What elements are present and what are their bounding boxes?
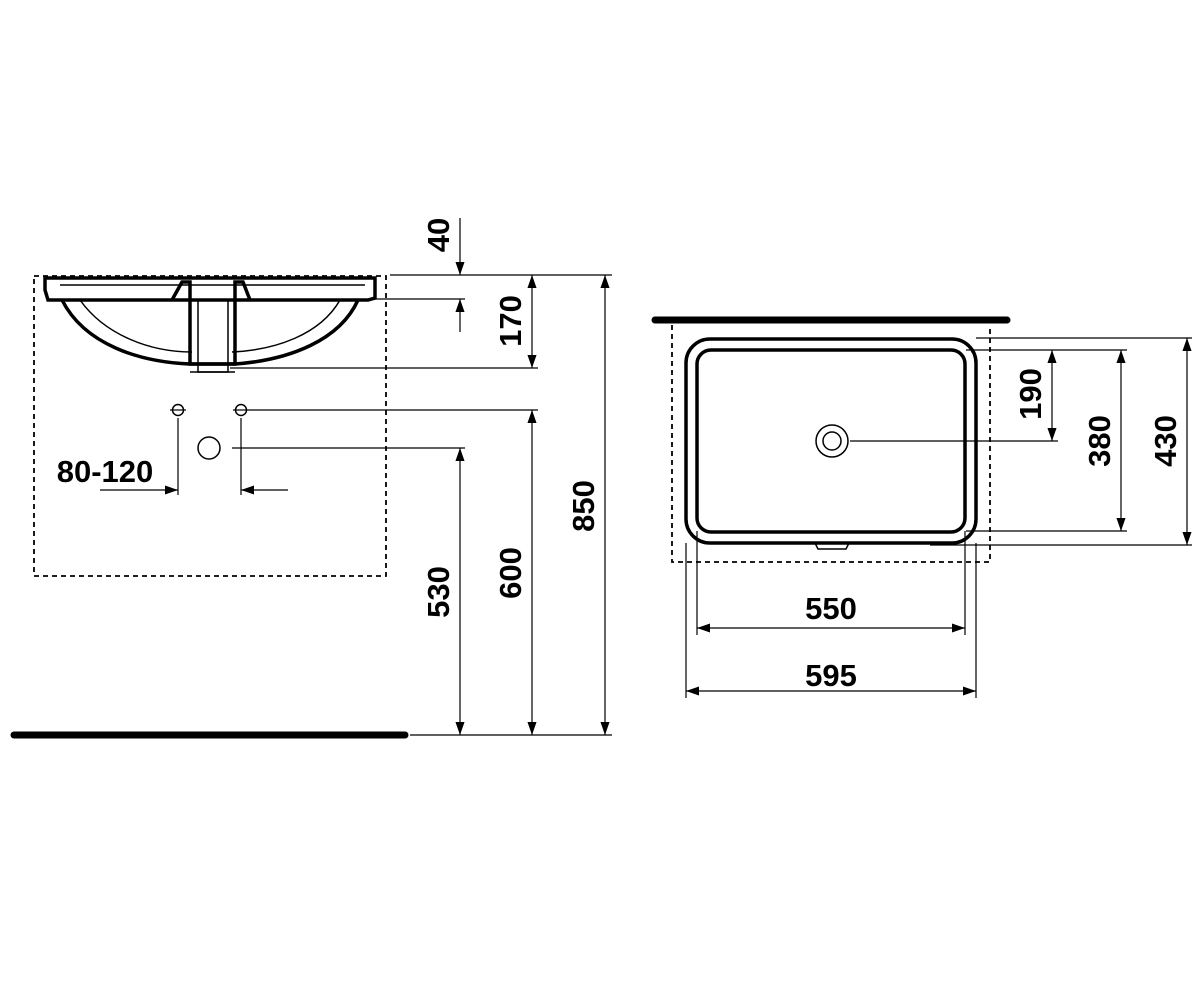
waste-outlet-icon [197, 436, 221, 460]
dim-basin-depth: 170 [493, 295, 528, 347]
side-view: 40 170 80-120 530 600 850 [10, 218, 612, 739]
dim-outer-width: 595 [805, 658, 857, 693]
dim-outer-depth: 430 [1148, 415, 1183, 467]
top-view: 190 380 430 550 595 [651, 316, 1192, 698]
dim-height-850: 850 [566, 480, 601, 532]
tap-hole-right-icon [233, 403, 249, 417]
dim-drain-offset: 190 [1013, 368, 1048, 420]
overflow-slot [814, 542, 850, 550]
cutout-outline [671, 325, 991, 563]
dim-rim-thickness: 40 [421, 218, 456, 252]
vanity-outline [33, 275, 387, 577]
basin-drain-neck [170, 280, 252, 366]
dim-inner-width: 550 [805, 591, 857, 626]
dim-inner-depth: 380 [1082, 415, 1117, 467]
basin-bowl [60, 299, 360, 366]
basin-rim [43, 276, 377, 302]
dim-tap-spacing: 80-120 [57, 454, 154, 489]
tap-hole-left-icon [170, 403, 186, 417]
drain-icon [815, 424, 849, 458]
dim-height-600: 600 [493, 547, 528, 599]
dim-height-530: 530 [421, 566, 456, 618]
